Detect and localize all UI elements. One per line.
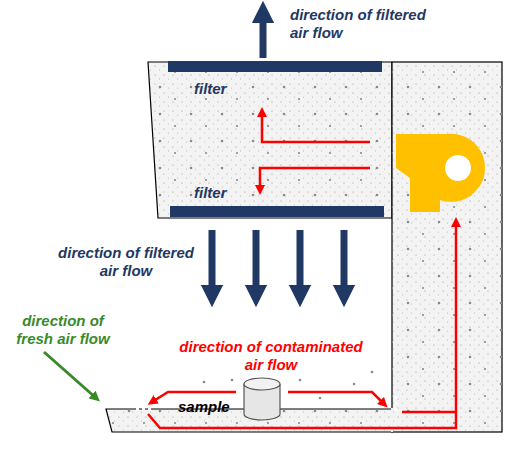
sample-container bbox=[244, 378, 280, 420]
front-grill bbox=[136, 408, 154, 411]
sample-label: sample bbox=[178, 398, 240, 416]
filter-plenum bbox=[148, 62, 392, 218]
filter-label: filter bbox=[194, 184, 274, 202]
contaminated-flow-arrow bbox=[288, 392, 384, 404]
contaminated-flow-arrow bbox=[260, 168, 370, 190]
particles bbox=[203, 371, 374, 400]
contaminated-flow-arrow bbox=[262, 112, 370, 142]
exhaust-duct bbox=[392, 62, 502, 432]
particles bbox=[148, 62, 392, 218]
flow-label: direction of filtered air flow bbox=[290, 6, 440, 42]
downflow-filter bbox=[170, 206, 384, 217]
fresh-air-arrow bbox=[44, 352, 96, 398]
flow-label: direction of fresh air flow bbox=[4, 312, 122, 348]
filter-label: filter bbox=[194, 80, 274, 98]
flow-label: direction of filtered air flow bbox=[56, 244, 196, 280]
rear-grill bbox=[395, 396, 398, 412]
exhaust-flow-arrow bbox=[260, 12, 267, 58]
downflow-arrows bbox=[212, 230, 344, 296]
blower-fan bbox=[396, 134, 485, 212]
particles bbox=[392, 62, 502, 432]
exhaust-filter bbox=[168, 61, 382, 72]
contaminated-flow-branch bbox=[402, 411, 456, 414]
flow-label: direction of contaminated air flow bbox=[176, 338, 366, 374]
contaminated-flow-arrow bbox=[148, 222, 456, 428]
duct-join bbox=[393, 210, 396, 431]
